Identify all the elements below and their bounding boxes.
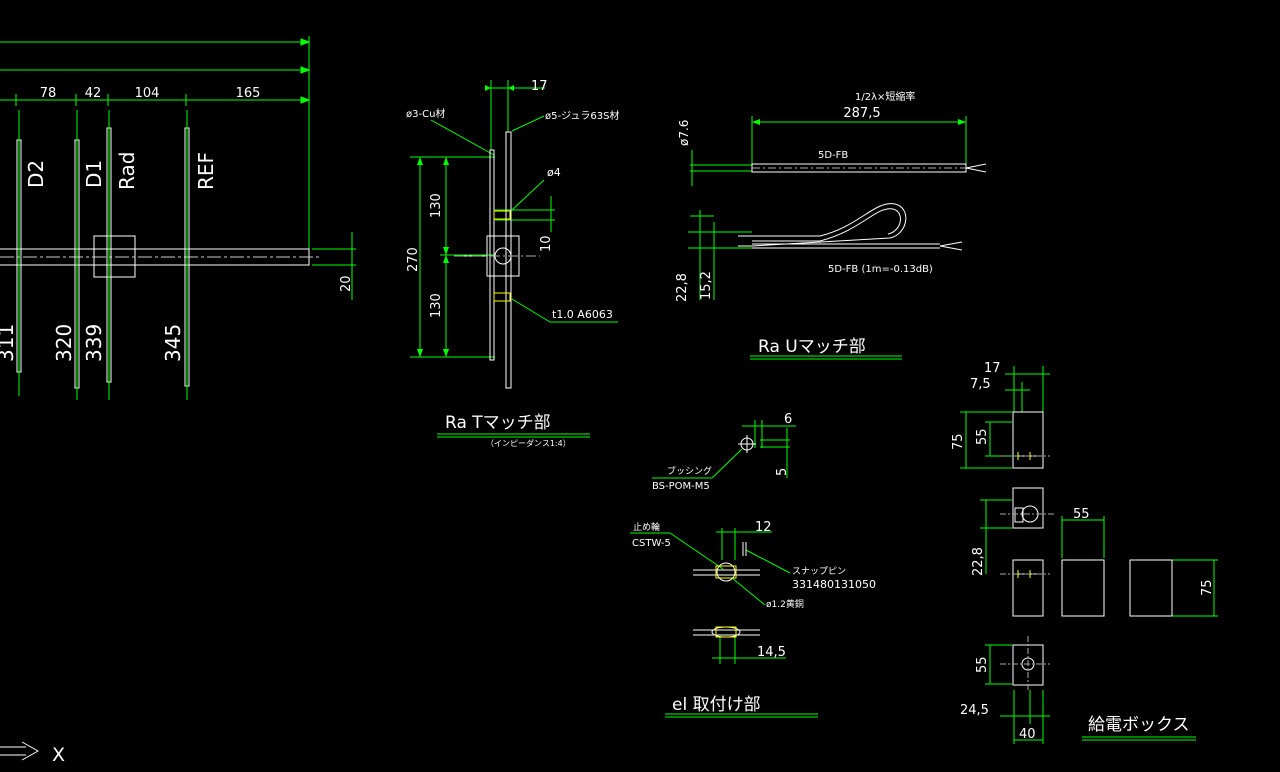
t-dim-130-lower: 130 — [429, 293, 444, 318]
t-dim-270: 270 — [406, 247, 421, 272]
box-dim-55-bottom: 55 — [975, 656, 990, 673]
dim-42: 42 — [85, 86, 102, 101]
element-label-d2: D2 — [24, 160, 48, 188]
element-length-311: 311 — [0, 324, 18, 362]
t-note-plate: t1.0 A6063 — [552, 308, 613, 321]
u-dim-length: 287,5 — [843, 106, 880, 121]
box-dim-40: 40 — [1019, 727, 1036, 742]
el-part-stop: CSTW-5 — [632, 538, 671, 549]
el-label-pin: スナップピン — [792, 566, 846, 577]
t-note-dura: ø5-ジュラ63S材 — [545, 109, 619, 122]
t-match-view: 17 ø3-Cu材 ø5-ジュラ63S材 ø4 270 130 130 10 t… — [406, 79, 619, 448]
el-label-wire: ø1.2黄銅 — [766, 598, 804, 610]
box-dim-75-right: 75 — [1200, 579, 1215, 596]
dim-104: 104 — [135, 86, 160, 101]
box-dim-22-8: 22,8 — [971, 547, 986, 576]
el-mount-detail: 止め輪 CSTW-5 12 スナップピン 331480131050 ø1.2黄銅… — [630, 520, 876, 718]
el-dim-12: 12 — [755, 520, 772, 535]
bushing-dim-5: 5 — [775, 468, 790, 476]
box-dim-75-outer: 75 — [951, 433, 966, 450]
box-dim-17: 17 — [984, 361, 1001, 376]
t-dim-10: 10 — [539, 235, 554, 252]
box-dim-24-5: 24,5 — [960, 703, 989, 718]
u-dim-15-2: 15,2 — [699, 271, 714, 300]
t-match-subtitle: （インピーダンス1:4） — [486, 438, 571, 448]
el-label-stop: 止め輪 — [633, 521, 660, 533]
dim-165: 165 — [236, 86, 261, 101]
u-dim-22-8: 22,8 — [675, 273, 690, 302]
u-dim-dia: ø7.6 — [677, 120, 691, 146]
t-dim-17: 17 — [531, 79, 548, 94]
ucs-x-label: X — [52, 744, 65, 766]
bushing-label: ブッシング — [667, 465, 712, 477]
element-label-d1: D1 — [82, 160, 106, 188]
dim-78: 78 — [40, 86, 57, 101]
element-length-320: 320 — [52, 324, 76, 362]
element-label-ref: REF — [194, 152, 218, 190]
bushing-dim-6: 6 — [784, 412, 792, 427]
bushing-part: BS-POM-M5 — [652, 481, 710, 492]
feed-box-views: 17 7,5 75 55 22,8 55 75 55 24,5 40 給電ボック… — [951, 361, 1218, 744]
ucs-icon: X — [0, 741, 65, 766]
t-note-cu: ø3-Cu材 — [406, 107, 445, 120]
u-cable-note: 5D-FB (1m=-0.13dB) — [828, 264, 933, 275]
t-dim-130-upper: 130 — [429, 193, 444, 218]
t-match-title: Ra Tマッチ部 — [445, 413, 551, 433]
t-note-hole: ø4 — [547, 166, 561, 179]
element-length-339: 339 — [82, 324, 106, 362]
box-dim-55-inner: 55 — [975, 428, 990, 445]
u-note-half-wave: 1/2λ×短縮率 — [855, 90, 915, 103]
u-match-view: ø7.6 1/2λ×短縮率 287,5 5D-FB 22,8 15,2 5D-F… — [675, 90, 987, 360]
box-dim-55-side: 55 — [1073, 507, 1090, 522]
antenna-plan-view: 78 42 104 165 20 D2 — [0, 36, 356, 400]
el-part-pin: 331480131050 — [792, 578, 876, 591]
box-dim-7-5: 7,5 — [970, 377, 991, 392]
bushing-detail: 6 5 ブッシング BS-POM-M5 — [652, 412, 796, 492]
el-mount-title: el 取付け部 — [672, 695, 761, 715]
element-label-rad: Rad — [115, 152, 139, 190]
element-length-345: 345 — [161, 324, 185, 362]
u-match-title: Ra Uマッチ部 — [758, 337, 866, 357]
dim-20: 20 — [339, 275, 354, 292]
u-cable-label: 5D-FB — [818, 150, 848, 161]
el-dim-14-5: 14,5 — [757, 645, 786, 660]
feed-box-title: 給電ボックス — [1088, 715, 1190, 735]
